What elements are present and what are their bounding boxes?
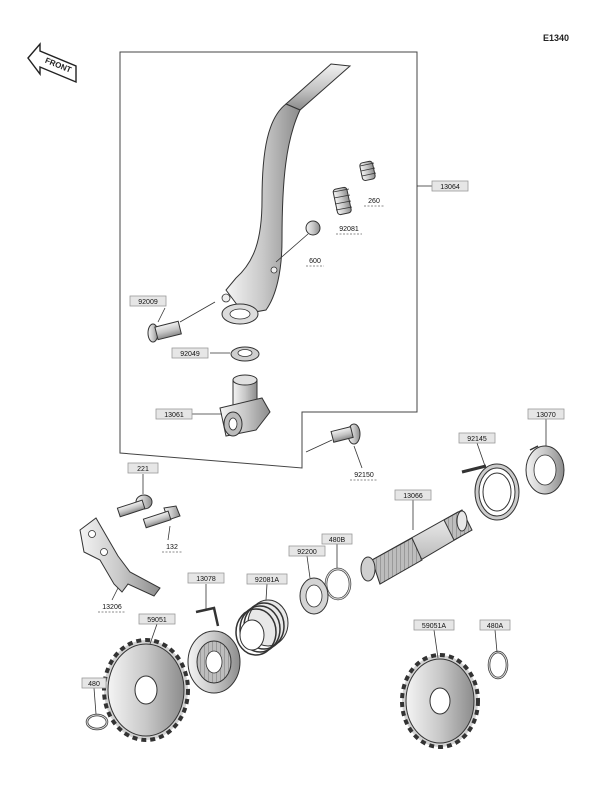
leader-lines — [93, 185, 547, 715]
label-132[interactable]: 132 — [162, 544, 182, 553]
svg-text:13066: 13066 — [403, 493, 423, 500]
svg-text:92150: 92150 — [354, 472, 374, 479]
washer-92200 — [299, 577, 329, 615]
label-260[interactable]: 260 — [364, 198, 384, 207]
label-13206[interactable]: 13206 — [98, 604, 126, 613]
svg-text:92081: 92081 — [339, 226, 359, 233]
bolt-221 — [116, 494, 153, 518]
svg-text:13070: 13070 — [536, 412, 556, 419]
svg-text:59051A: 59051A — [422, 623, 446, 630]
bracket-13206 — [79, 517, 161, 597]
front-arrow-icon: FRONT — [27, 42, 77, 84]
svg-text:480: 480 — [88, 681, 100, 688]
diagram-code: E1340 — [543, 33, 570, 43]
label-13066[interactable]: 13066 — [394, 489, 432, 501]
kick-pedal-arm — [221, 63, 352, 325]
svg-text:132: 132 — [166, 544, 178, 551]
svg-text:480A: 480A — [487, 623, 504, 630]
svg-text:600: 600 — [309, 258, 321, 265]
label-13064[interactable]: 13064 — [431, 180, 469, 192]
svg-text:480B: 480B — [329, 537, 346, 544]
bolt-92009 — [147, 301, 216, 343]
svg-text:13061: 13061 — [164, 412, 184, 419]
label-600[interactable]: 600 — [306, 258, 324, 267]
circlip-480a — [487, 650, 509, 680]
bolt-92150 — [305, 423, 361, 453]
svg-text:13064: 13064 — [440, 184, 460, 191]
label-92081[interactable]: 92081 — [336, 226, 362, 235]
guide-13070 — [525, 445, 565, 495]
label-92081a[interactable]: 92081A — [246, 573, 288, 585]
svg-text:92145: 92145 — [467, 436, 487, 443]
label-13070[interactable]: 13070 — [527, 408, 565, 420]
label-92150[interactable]: 92150 — [350, 472, 378, 481]
bolt-132 — [142, 505, 181, 529]
label-92049[interactable]: 92049 — [171, 347, 209, 359]
svg-text:92049: 92049 — [180, 351, 200, 358]
label-13061[interactable]: 13061 — [155, 408, 193, 420]
label-92009[interactable]: 92009 — [129, 295, 167, 307]
circlip-480 — [85, 713, 109, 731]
spring-92081a — [235, 599, 289, 656]
label-480b[interactable]: 480B — [321, 533, 353, 545]
spring-92145 — [461, 463, 520, 521]
spring-92081 — [332, 186, 353, 216]
ball-600 — [305, 220, 321, 236]
label-480a[interactable]: 480A — [479, 619, 511, 631]
ratchet-13078 — [187, 606, 241, 694]
assembly-outline — [119, 51, 418, 469]
label-59051[interactable]: 59051 — [138, 613, 176, 625]
circlip-480b — [324, 567, 352, 601]
svg-text:92009: 92009 — [138, 299, 158, 306]
svg-text:221: 221 — [137, 466, 149, 473]
gear-59051a — [400, 653, 480, 749]
shaft-13066 — [360, 509, 473, 585]
spring-260 — [359, 160, 377, 181]
svg-text:260: 260 — [368, 198, 380, 205]
label-92200[interactable]: 92200 — [288, 545, 326, 557]
gear-59051 — [102, 638, 190, 742]
washer-92049 — [230, 346, 260, 362]
label-221[interactable]: 221 — [127, 462, 159, 474]
svg-text:13206: 13206 — [102, 604, 122, 611]
label-480[interactable]: 480 — [81, 677, 107, 689]
label-92145[interactable]: 92145 — [458, 432, 496, 444]
svg-text:59051: 59051 — [147, 617, 167, 624]
svg-text:92200: 92200 — [297, 549, 317, 556]
label-59051a[interactable]: 59051A — [413, 619, 455, 631]
shaft-13061 — [219, 374, 271, 437]
label-13078[interactable]: 13078 — [187, 572, 225, 584]
svg-text:92081A: 92081A — [255, 577, 279, 584]
svg-text:13078: 13078 — [196, 576, 216, 583]
